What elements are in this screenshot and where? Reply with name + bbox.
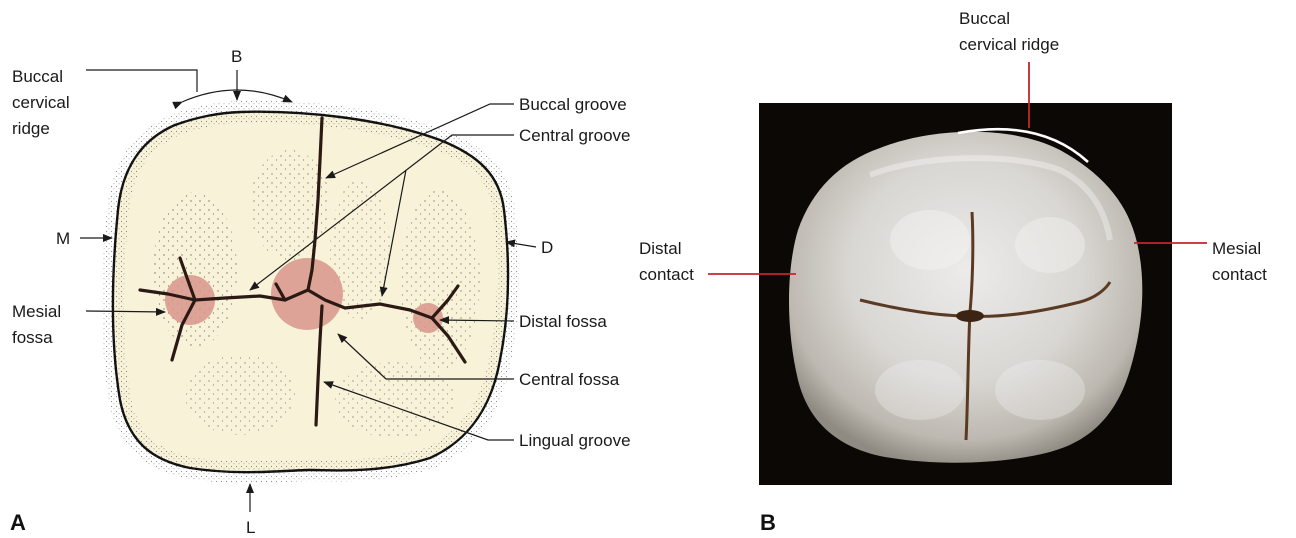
panel-b: Buccal cervical ridge Distal contact Mes… bbox=[639, 9, 1267, 535]
tooth-drawing-occlusal bbox=[113, 112, 508, 472]
orientation-m: M bbox=[56, 229, 70, 248]
label-buccal-cervical-ridge-b: Buccal cervical ridge bbox=[959, 9, 1059, 54]
label-distal-contact: Distal contact bbox=[639, 239, 694, 284]
label-mesial-contact: Mesial contact bbox=[1212, 239, 1267, 284]
orientation-b: B bbox=[231, 47, 242, 66]
label-distal-fossa: Distal fossa bbox=[519, 312, 607, 331]
orientation-l: L bbox=[246, 518, 255, 537]
label-lingual-groove: Lingual groove bbox=[519, 431, 631, 450]
panel-b-letter: B bbox=[760, 510, 776, 535]
label-central-fossa: Central fossa bbox=[519, 370, 620, 389]
tooth-photo bbox=[789, 132, 1142, 463]
panel-a-letter: A bbox=[10, 510, 26, 535]
label-central-groove: Central groove bbox=[519, 126, 631, 145]
label-buccal-cervical-ridge-a: Buccal cervical ridge bbox=[12, 67, 74, 138]
label-buccal-groove: Buccal groove bbox=[519, 95, 627, 114]
orientation-d: D bbox=[541, 238, 553, 257]
panel-a: B L M D Buccal cervical ridge Buccal gro… bbox=[10, 47, 631, 537]
label-mesial-fossa: Mesial fossa bbox=[12, 302, 66, 347]
